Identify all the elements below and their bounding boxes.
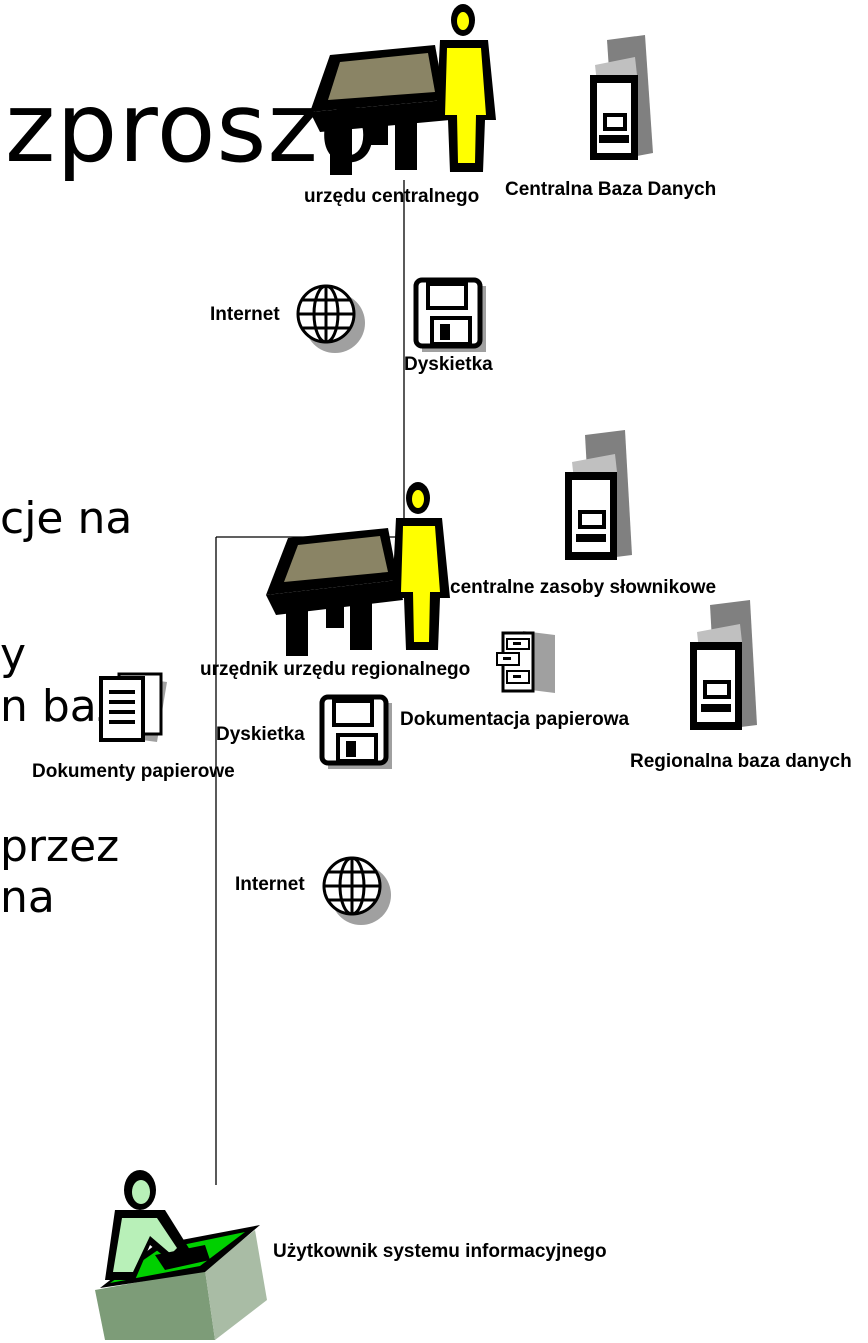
slide-body-line-4: przez [0,821,120,872]
floppy-label-top: Dyskietka [404,354,493,375]
paper-documentation-label: Dokumentacja papierowa [400,709,630,730]
floppy-label-bottom: Dyskietka [216,724,305,745]
regional-clerk-icon [266,482,450,656]
regional-clerk-label: urzędnik urzędu regionalnego [200,659,471,680]
slide-body-line-5: na [0,872,55,923]
slide-title-fragment: zproszo [5,72,379,184]
floppy-disk-icon-bottom-shape [319,694,392,769]
central-database-label: Centralna Baza Danych [505,179,717,200]
internet-label-top: Internet [210,304,280,325]
end-user-label: Użytkownik systemu informacyjnego [273,1241,607,1262]
dictionary-resources-server-icon [565,430,632,560]
central-database-server-icon [590,35,653,160]
central-clerk-label: urzędu centralnego [304,186,480,207]
filing-cabinet-icon [496,631,555,693]
slide-body-line-1: cje na [0,493,133,544]
globe-icon-top [296,284,365,353]
floppy-disk-icon-top [413,277,486,352]
globe-icon-bottom [322,856,391,925]
central-clerk-icon [310,4,496,175]
regional-database-label: Regionalna baza danych [630,751,852,772]
slide-body-line-2: y [0,629,27,680]
dictionary-resources-label: centralne zasoby słownikowe [450,577,717,598]
end-user-icon [95,1170,267,1340]
paper-documents-icon [99,672,167,742]
regional-database-server-icon [690,600,757,730]
paper-documents-label: Dokumenty papierowe [32,761,235,782]
internet-label-bottom: Internet [235,874,305,895]
